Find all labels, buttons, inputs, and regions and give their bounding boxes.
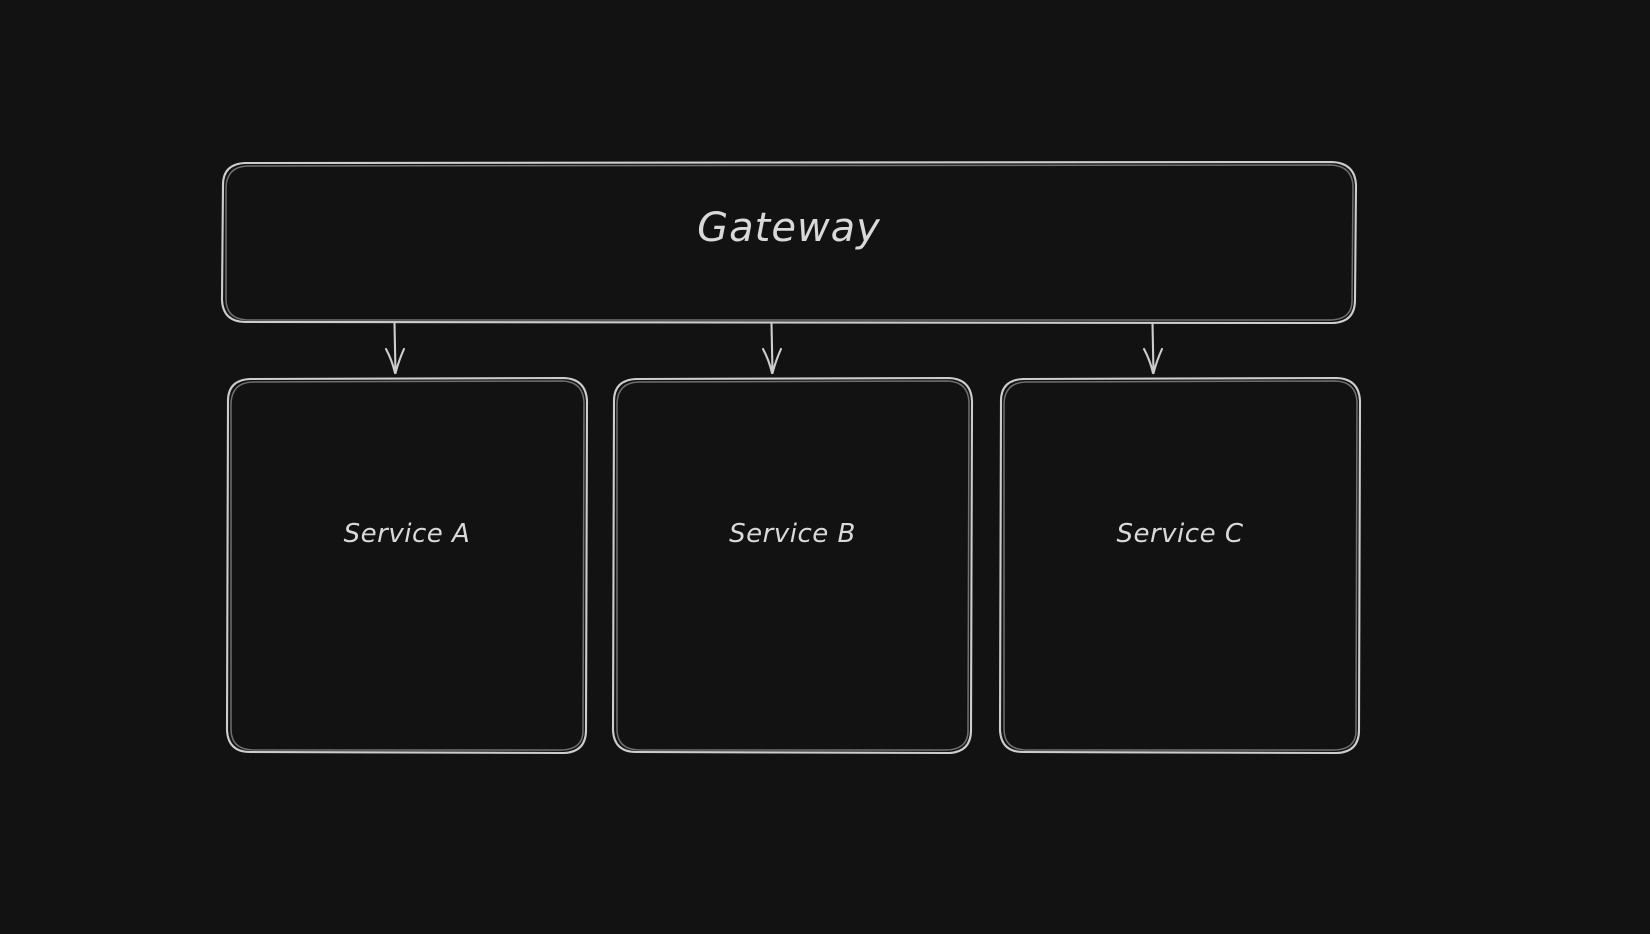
node-service-c[interactable] bbox=[1000, 378, 1360, 753]
node-label-service-b: Service B bbox=[729, 519, 856, 549]
node-label-service-a: Service A bbox=[343, 519, 471, 549]
node-service-b[interactable] bbox=[613, 378, 972, 753]
edge-gateway-to-service-a-hit[interactable] bbox=[375, 323, 415, 379]
node-label-gateway: Gateway bbox=[697, 205, 881, 251]
node-service-a[interactable] bbox=[227, 378, 587, 753]
node-label-service-c: Service C bbox=[1116, 519, 1244, 549]
edge-gateway-to-service-b-hit[interactable] bbox=[752, 323, 792, 379]
edge-gateway-to-service-c-hit[interactable] bbox=[1133, 323, 1173, 379]
